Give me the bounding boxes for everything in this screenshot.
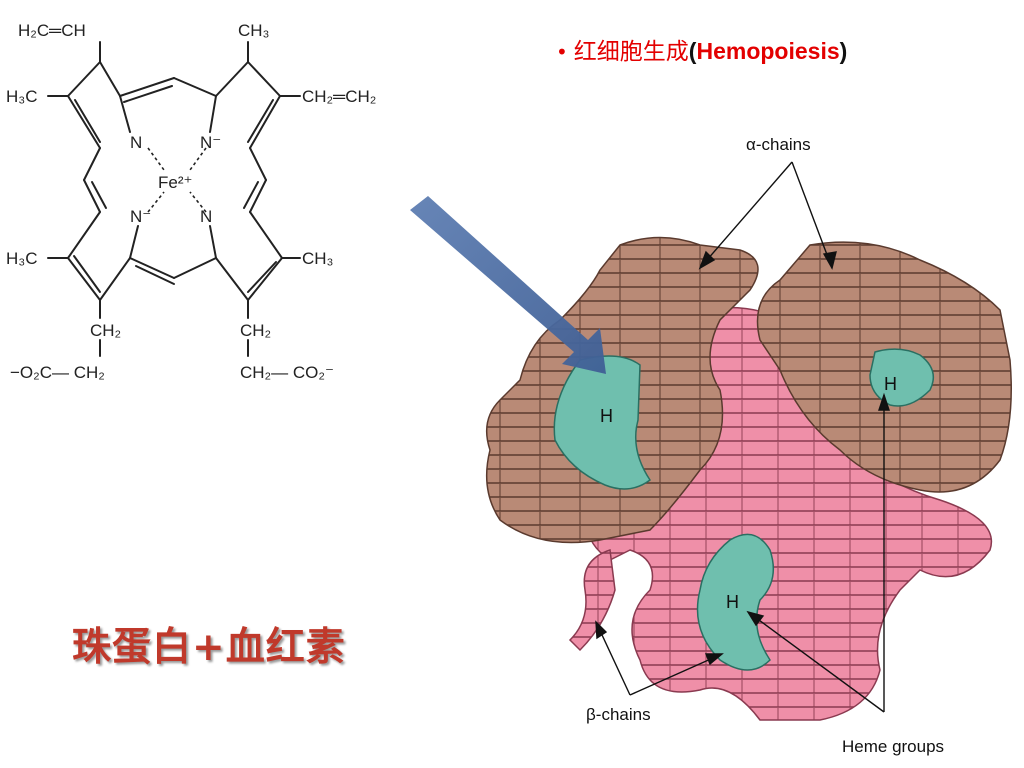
title-close-paren: ) xyxy=(839,38,848,64)
plus-sign: + xyxy=(192,624,226,670)
heme-groups-label: Heme groups xyxy=(842,737,944,756)
bullet-marker: • xyxy=(556,40,568,64)
vinyl-top-left-label: H₂C═CH xyxy=(18,21,86,40)
nitrogen-bottom-right-label: N xyxy=(200,207,212,226)
vinyl-right-label: CH₂═CH₂ xyxy=(302,87,376,106)
pointer-arrow xyxy=(410,196,606,374)
heme-structure-diagram: H₂C═CH CH₃ H₃C CH₂═CH₂ N N⁻ Fe²⁺ N⁻ N H₃… xyxy=(6,21,376,382)
globin-plus-heme-label: 珠蛋白+血红素 xyxy=(72,616,346,672)
methyl-top-right-label: CH₃ xyxy=(238,21,269,40)
title-open-paren: ( xyxy=(688,38,697,64)
heme-group-right xyxy=(869,348,935,407)
heme-marker-right: H xyxy=(884,374,897,394)
methyl-left-top-label: H₃C xyxy=(6,87,37,106)
ch2-left-label: CH₂ xyxy=(90,321,121,340)
hemoglobin-diagram: H H H α-chains β-chains Heme groups xyxy=(410,135,1012,756)
heme-text: 血红素 xyxy=(225,624,346,670)
ch2-right-label: CH₂ xyxy=(240,321,271,340)
slide-title: •红细胞生成(Hemopoiesis) xyxy=(556,32,847,66)
carboxylate-right-label: CH₂— CO₂⁻ xyxy=(240,363,334,382)
heme-marker-left: H xyxy=(600,406,613,426)
title-latin: Hemopoiesis xyxy=(696,38,840,64)
beta-chain-left-tail xyxy=(568,548,616,652)
heme-group-bottom xyxy=(696,533,775,671)
methyl-left-bottom-label: H₃C xyxy=(6,249,37,268)
title-chinese: 红细胞生成 xyxy=(573,39,689,65)
nitrogen-top-left-label: N xyxy=(130,133,142,152)
iron-label: Fe²⁺ xyxy=(158,173,192,192)
methyl-right-bottom-label: CH₃ xyxy=(302,249,333,268)
nitrogen-bottom-left-label: N⁻ xyxy=(130,207,151,226)
beta-chains-label: β-chains xyxy=(586,705,651,724)
heme-marker-bottom: H xyxy=(726,592,739,612)
alpha-chains-label: α-chains xyxy=(746,135,811,154)
nitrogen-top-right-label: N⁻ xyxy=(200,133,221,152)
globin-text: 珠蛋白 xyxy=(72,624,193,670)
carboxylate-left-label: −O₂C— CH₂ xyxy=(10,363,105,382)
heme-group-left xyxy=(553,355,652,490)
